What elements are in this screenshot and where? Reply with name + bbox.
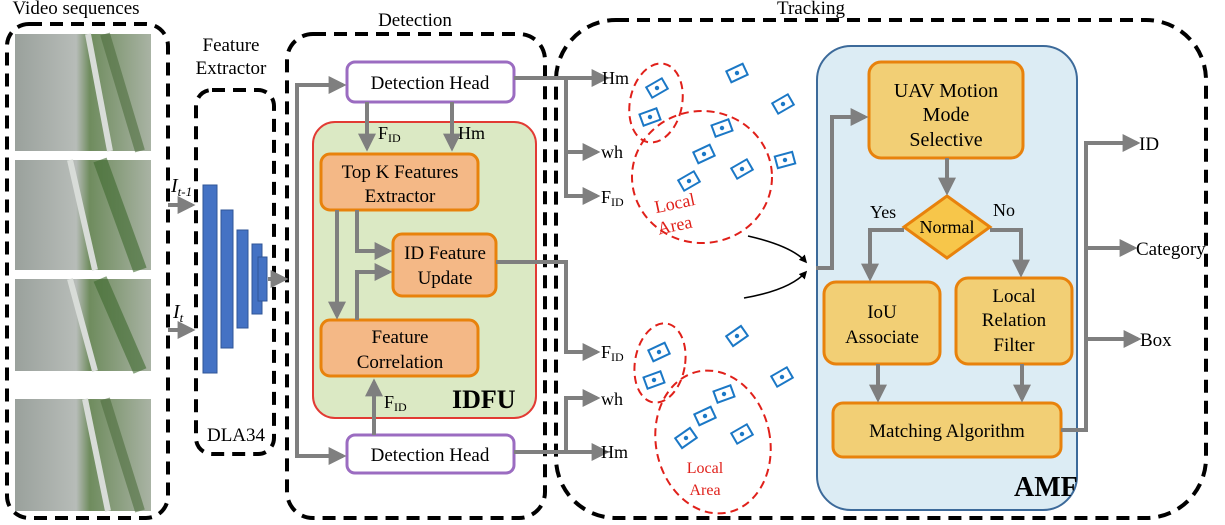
local-relation-label-line2: Relation [982,310,1047,331]
amf-label: AMF [1014,472,1078,503]
local-area-ellipse-1 [628,62,684,144]
video-sequences-group [5,22,170,520]
tracking-label: Tracking [777,0,845,19]
target-box-12 [724,324,750,348]
detection-head-top-box [345,60,516,104]
arrows [168,69,1142,465]
detection-head-top-label: Detection Head [371,73,490,94]
local-area-ellipse-3 [633,322,687,404]
matching-algorithm-label: Matching Algorithm [869,421,1025,442]
target-boxes [638,62,797,450]
merge-curve-bottom [743,270,808,299]
target-box-8 [773,150,797,170]
uav-motion-label-line2: Mode [923,104,970,126]
local-relation-filter-box [954,276,1074,366]
output-wh-top: wh [601,142,623,162]
topk-input-f-label: FID [378,123,401,145]
uav-motion-label-line1: UAV Motion [894,80,998,102]
merge-curve-top [747,235,808,264]
output-box-label: Box [1140,330,1172,351]
output-hm-top: Hm [602,68,629,88]
feature-extractor-label-line1: Feature [203,35,260,56]
iou-associate-box [822,280,942,366]
id-feature-update-label-line2: Update [418,268,473,289]
backbone-label: DLA34 [207,425,266,446]
topk-label-line1: Top K Features [342,162,459,183]
backbone-layer-2 [220,209,234,349]
local-relation-label-line1: Local [992,286,1035,307]
correlation-input-f-label: FID [384,392,407,414]
target-box-4 [770,92,796,116]
feature-extractor-label-line2: Extractor [196,58,267,79]
no-label: No [993,200,1015,220]
output-wh-bottom: wh [601,389,623,409]
feature-extractor-group [194,88,276,456]
output-f-bottom: FID [601,342,624,364]
target-box-10 [646,341,672,363]
local-relation-label-line3: Filter [993,335,1035,356]
output-id-label: ID [1139,134,1159,155]
local-area-ellipse-2 [631,110,773,244]
feature-correlation-label-line1: Feature [372,327,429,348]
input-cur-frame-label: It [172,301,184,325]
target-box-6 [691,143,717,165]
video-frame-1 [15,32,151,153]
uav-motion-label-line3: Selective [909,129,982,151]
local-area-top-line1: Local [653,189,697,217]
local-area-bottom-line2: Area [689,482,720,499]
target-box-3 [724,62,750,84]
video-frame-3 [15,276,151,374]
feature-correlation-box [319,318,480,378]
output-category-label: Category [1136,239,1206,260]
target-box-2 [638,107,662,127]
id-feature-update-label-line1: ID Feature [404,243,486,264]
video-sequences-label: Video sequences [12,0,139,19]
topk-label-line2: Extractor [365,186,436,207]
id-feature-update-box [391,232,498,298]
target-box-11 [642,370,666,390]
video-frame-4 [15,397,151,513]
target-box-16 [729,422,755,446]
normal-label: Normal [920,217,975,237]
target-box-7 [729,157,755,181]
target-box-17 [673,426,699,450]
output-hm-bottom: Hm [601,442,628,462]
backbone-layer-5 [257,256,268,302]
target-box-14 [712,384,736,404]
input-prev-frame-label: It-1 [170,175,192,199]
idfu-label: IDFU [452,385,516,414]
output-f-top: FID [601,187,624,209]
backbone-layer-1 [202,184,218,374]
iou-label-line2: Associate [845,327,919,348]
yes-label: Yes [870,202,896,222]
topk-box [319,152,480,212]
detection-head-bottom-label: Detection Head [371,445,490,466]
local-area-bottom-line1: Local [687,460,724,477]
topk-input-hm-label: Hm [458,123,485,143]
tracking-border [554,18,1208,520]
local-area-ellipse-4 [654,369,772,515]
backbone-layer-3 [236,229,249,329]
video-sequences-border [5,22,170,520]
feature-correlation-label-line2: Correlation [357,352,444,373]
target-box-15 [692,405,718,427]
target-box-13 [769,365,795,389]
target-box-5 [710,118,734,138]
iou-label-line1: IoU [867,302,897,323]
normal-decision-diamond [901,194,993,260]
video-frame-2 [15,157,151,273]
target-box-9 [676,169,702,193]
target-box-1 [644,76,670,100]
detection-label: Detection [378,10,452,31]
